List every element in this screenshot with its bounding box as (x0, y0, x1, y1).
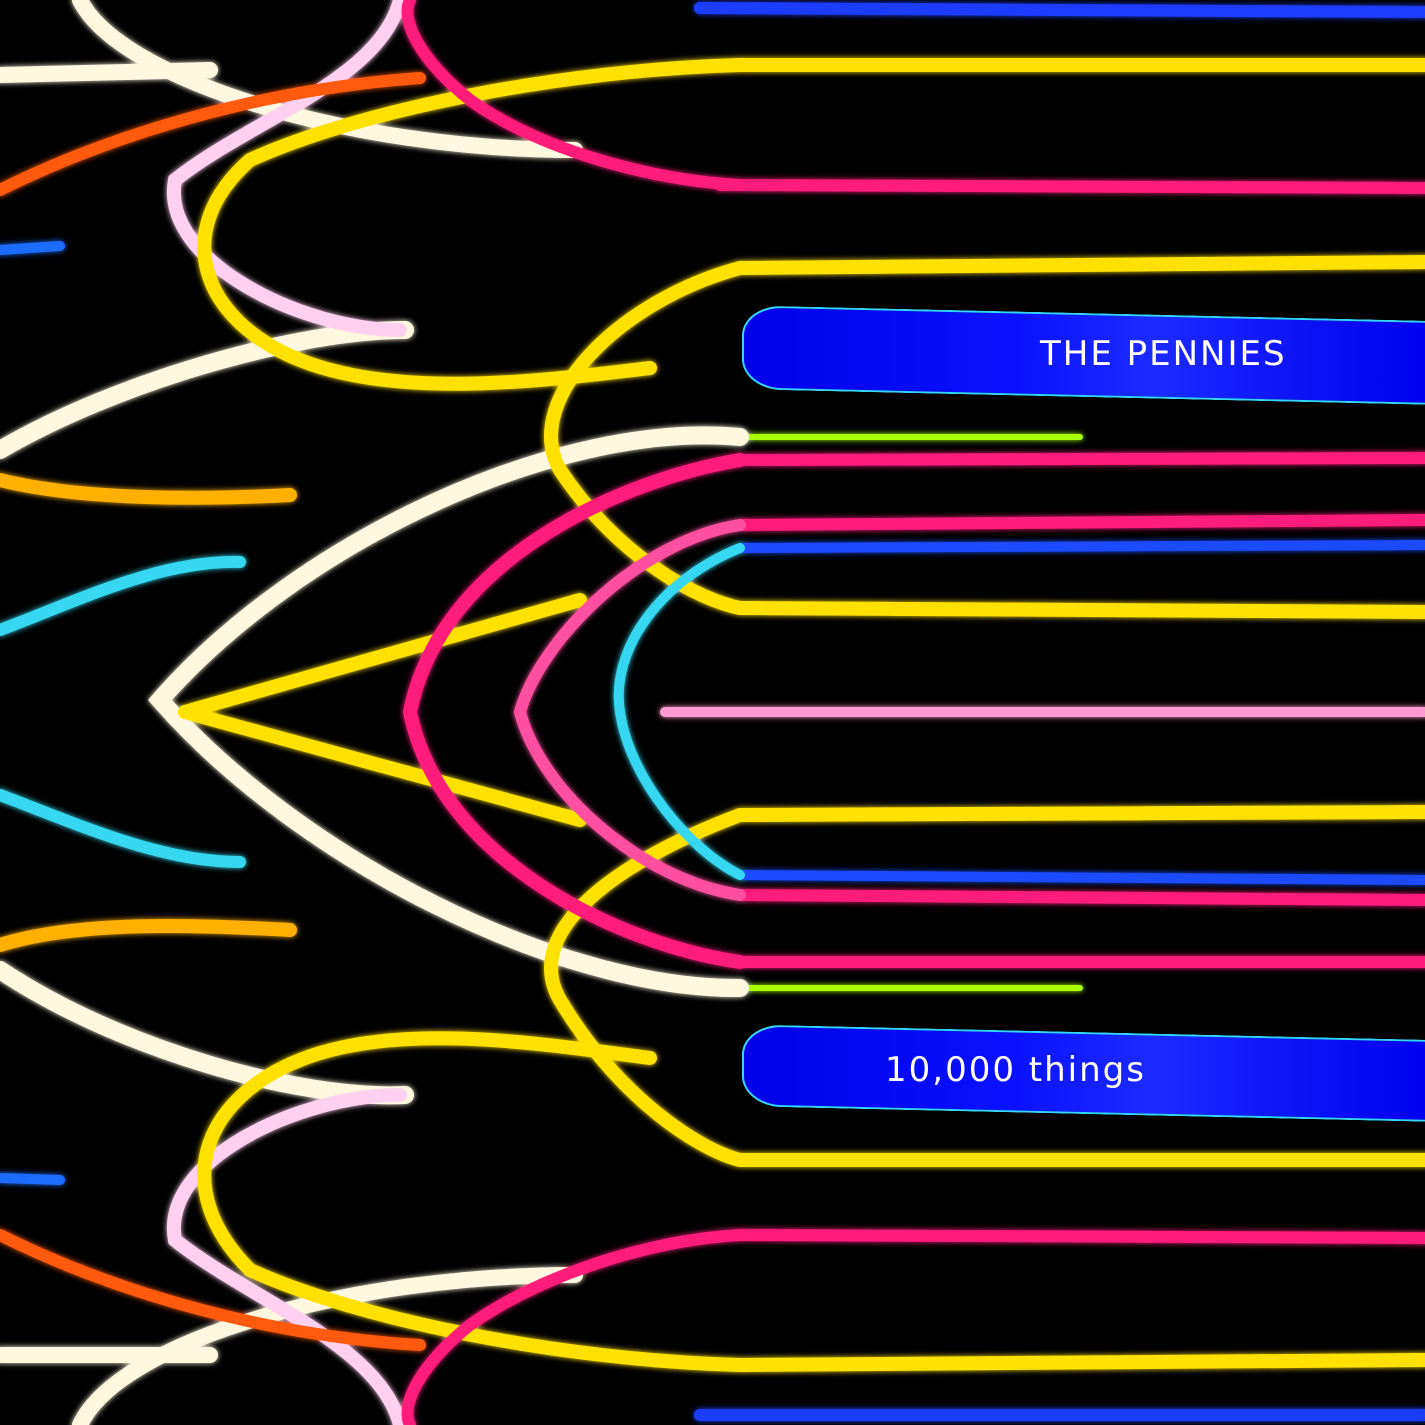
album-title: 10,000 things (885, 1050, 1146, 1090)
artist-name: THE PENNIES (1040, 334, 1287, 374)
